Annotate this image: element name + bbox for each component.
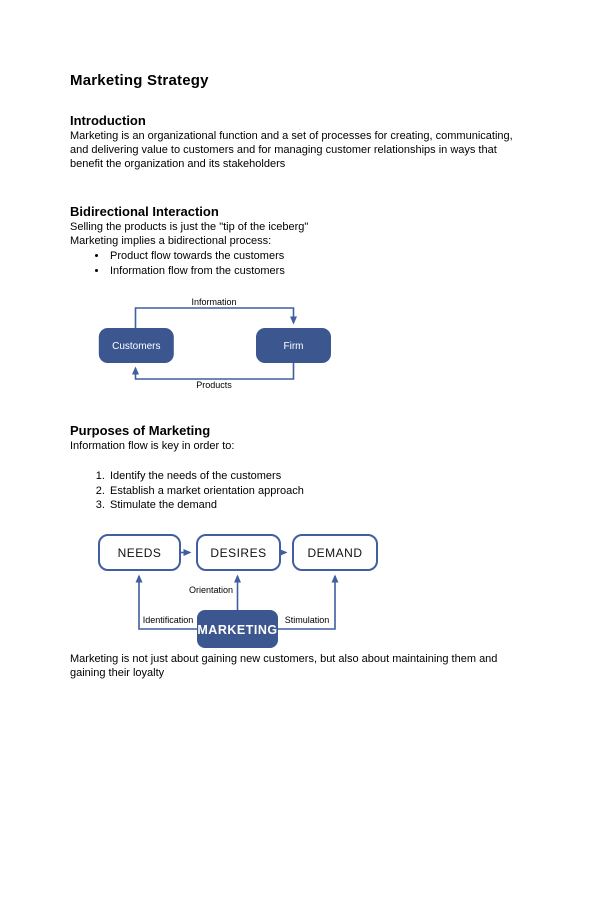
needs-box-label: NEEDS (118, 546, 162, 560)
document-page: { "colors": { "page_bg": "#ffffff", "tex… (0, 72, 600, 920)
desires-box-label: DESIRES (210, 546, 266, 560)
bidirectional-line-2: Marketing implies a bidirectional proces… (70, 235, 272, 247)
information-arrow-label: Information (191, 297, 236, 307)
page-title: Marketing Strategy (70, 72, 209, 89)
identification-arrow-label: Identification (143, 615, 194, 625)
numbered-item-market-orientation: Establish a market orientation approach (108, 484, 530, 499)
purposes-intro-line: Information flow is key in order to: (70, 440, 235, 452)
bullet-item-product-flow: Product flow towards the customers (108, 249, 530, 264)
numbered-item-stimulate-demand: Stimulate the demand (108, 498, 530, 513)
identification-arrow (135, 574, 197, 630)
demand-box (292, 533, 378, 571)
section-heading-introduction: Introduction (70, 113, 146, 128)
stimulation-arrow-label: Stimulation (285, 615, 330, 625)
section-heading-bidirectional-interaction: Bidirectional Interaction (70, 204, 219, 219)
closing-paragraph: Marketing is not just about gaining new … (70, 652, 498, 679)
bidirectional-line-1: Selling the products is just the "tip of… (70, 221, 309, 233)
marketing-box-label: MARKETING (197, 623, 277, 637)
document-body: Marketing Strategy Introduction Marketin… (0, 72, 600, 680)
firm-box-label: Firm (284, 341, 304, 352)
marketing-box (197, 609, 278, 648)
demand-box-label: DEMAND (307, 546, 362, 560)
bullet-item-information-flow: Information flow from the customers (108, 264, 530, 279)
introduction-paragraph: Marketing is an organizational function … (70, 130, 513, 170)
products-arrow-label: Products (196, 380, 232, 390)
information-arrow (134, 307, 297, 328)
stimulation-arrow (278, 574, 339, 630)
section-heading-purposes-of-marketing: Purposes of Marketing (70, 423, 211, 438)
orientation-arrow-label: Orientation (189, 585, 233, 595)
marketing-needs-desires-demand-diagram: NEEDS DESIRES DEMAND MARKETING Orientati… (98, 533, 378, 648)
products-arrow (132, 363, 295, 380)
purposes-numbered-list: Identify the needs of the customers Esta… (70, 469, 530, 513)
numbered-item-identify-needs: Identify the needs of the customers (108, 469, 530, 484)
customers-firm-flow-diagram: Information Customers Firm Products (98, 297, 331, 390)
needs-box (98, 533, 181, 571)
firm-box (256, 328, 331, 363)
customers-box (98, 328, 174, 363)
desires-box (196, 533, 281, 571)
customers-box-label: Customers (112, 341, 160, 352)
bidirectional-bullet-list: Product flow towards the customers Infor… (70, 249, 530, 278)
